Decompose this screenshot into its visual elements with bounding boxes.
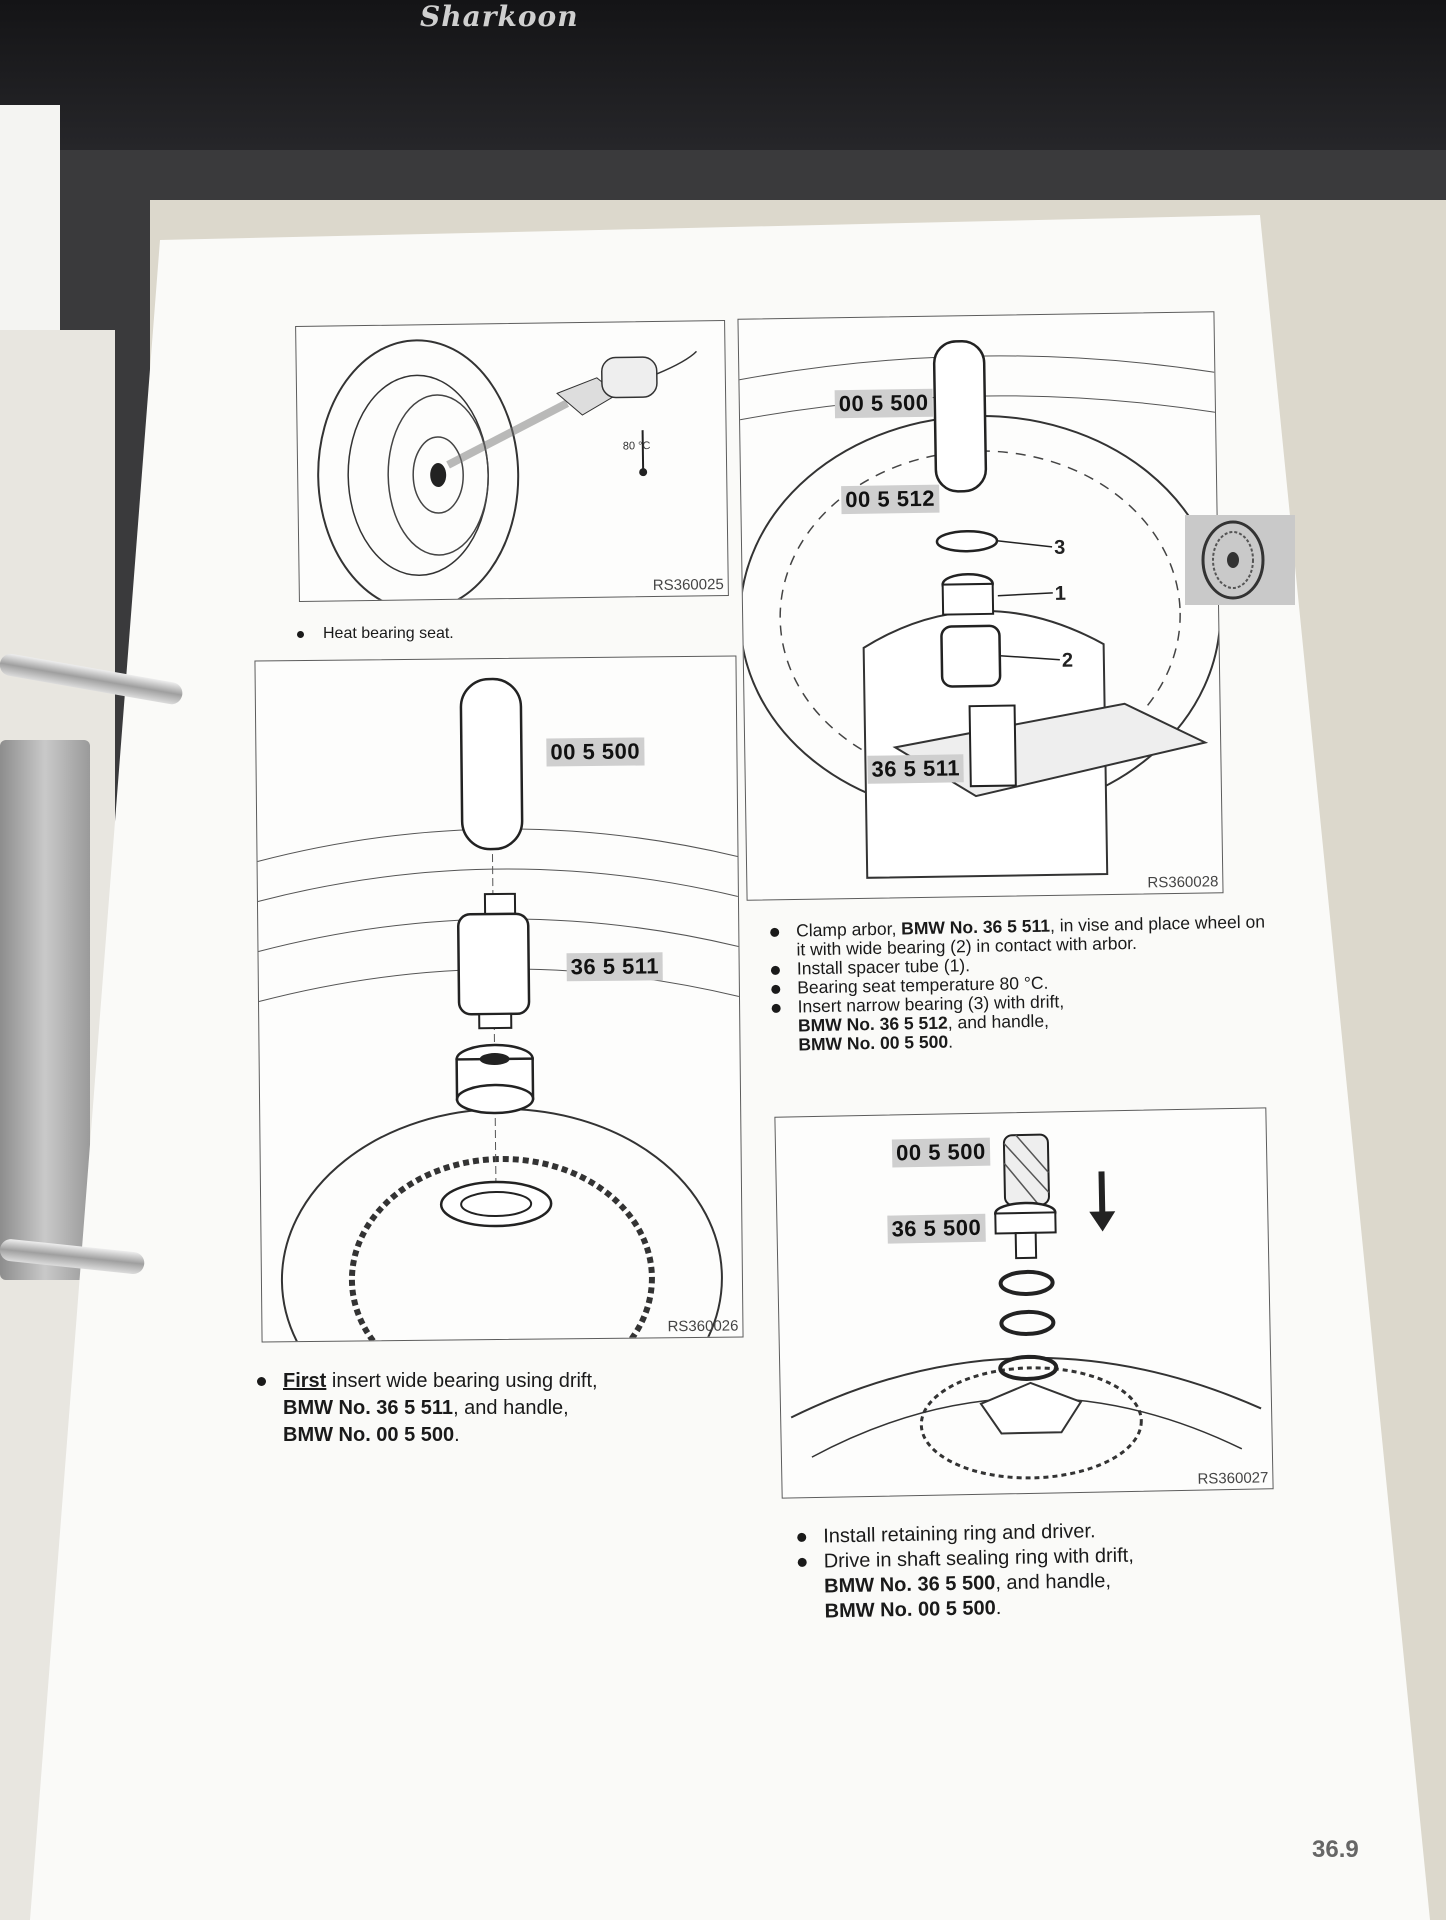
- tool-label-handle: 00 5 500: [834, 388, 933, 419]
- wheel-heat-illustration: [317, 339, 698, 601]
- part-number-1: 1: [1054, 582, 1067, 605]
- tool-label-drift: 36 5 511: [566, 952, 664, 982]
- first-insert-instructions: First insert wide bearing using drift, B…: [255, 1368, 598, 1449]
- list-item: First insert wide bearing using drift, B…: [255, 1368, 598, 1449]
- part-number-3: 3: [1053, 536, 1066, 559]
- figure-clamp-arbor: 00 5 500 00 5 512 36 5 511 3 1 2 RS36002…: [737, 311, 1224, 901]
- figure-ref: RS360028: [1147, 873, 1219, 892]
- temperature-label: 80 °C: [622, 440, 651, 453]
- driver-illustration: [790, 1133, 1262, 1480]
- figure-insert-wide-bearing: 00 5 500 36 5 511 RS360026: [254, 655, 744, 1343]
- binder-mechanism: [0, 740, 90, 1280]
- brand-logo: Sharkoon: [420, 0, 579, 33]
- tool-label-handle: 00 5 500: [891, 1137, 990, 1168]
- clamp-instructions: Clamp arbor, BMW No. 36 5 511, in vise a…: [768, 911, 1270, 1055]
- retaining-instructions: Install retaining ring and driver. Drive…: [795, 1516, 1277, 1625]
- page-number: 36.9: [1312, 1836, 1359, 1863]
- tool-label-drift: 36 5 500: [887, 1213, 986, 1244]
- wheel-icon: [1201, 520, 1265, 600]
- figure-ref: RS360027: [1197, 1469, 1269, 1488]
- heat-instructions: Heat bearing seat.: [295, 625, 454, 643]
- tool-label-handle: 00 5 500: [546, 737, 645, 767]
- tool-label-drift: 00 5 512: [841, 484, 940, 515]
- figure-ref: RS360025: [652, 576, 724, 595]
- bearing-insert-illustration: [257, 677, 740, 1342]
- list-item: Heat bearing seat.: [295, 625, 454, 643]
- section-thumb-tab: [1185, 515, 1295, 605]
- arbor-illustration: [739, 340, 1222, 879]
- list-item: Drive in shaft sealing ring with drift,B…: [795, 1541, 1276, 1625]
- loose-pages: [0, 105, 60, 365]
- tool-label-arbor: 36 5 511: [867, 754, 965, 784]
- list-item: Insert narrow bearing (3) with drift,BMW…: [769, 988, 1270, 1055]
- figure-retaining-ring: 00 5 500 36 5 500 RS360027: [774, 1107, 1274, 1499]
- figure-ref: RS360026: [667, 1317, 739, 1336]
- part-number-2: 2: [1061, 649, 1074, 672]
- figure-heat-bearing-seat: 80 °C RS360025: [295, 320, 729, 602]
